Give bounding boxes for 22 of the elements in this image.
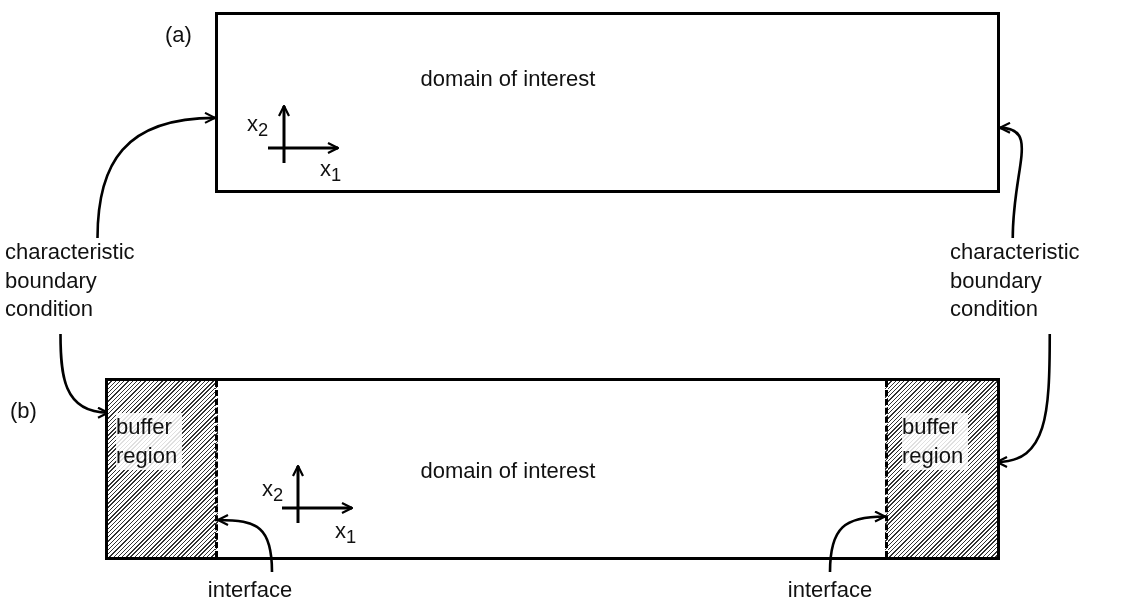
axis-label: x$_{2}$	[247, 113, 269, 140]
arrow	[96, 112, 217, 239]
buffer-region	[885, 381, 997, 557]
annotation-text: characteristic boundary condition	[5, 238, 136, 324]
domain-label: domain of interest	[419, 65, 597, 93]
arrow	[998, 122, 1024, 239]
annotation-text: interface	[786, 576, 874, 604]
axis-label: x$_{2}$	[262, 478, 284, 505]
annotation-text: characteristic boundary condition	[950, 238, 1081, 324]
domain-label: domain of interest	[419, 457, 597, 485]
annotation-text: interface	[206, 576, 294, 604]
panel-label: (a)	[165, 24, 192, 46]
arrow	[216, 514, 274, 573]
region-label: buffer region	[116, 413, 182, 471]
axis-label: x$_{1}$	[320, 158, 342, 185]
arrow	[828, 510, 887, 573]
panel-label: (b)	[10, 400, 37, 422]
domain-box	[215, 12, 1000, 193]
axis-label: x$_{1}$	[335, 520, 357, 547]
buffer-region	[108, 381, 218, 557]
domain-box	[105, 378, 1000, 560]
region-label: buffer region	[902, 413, 968, 471]
